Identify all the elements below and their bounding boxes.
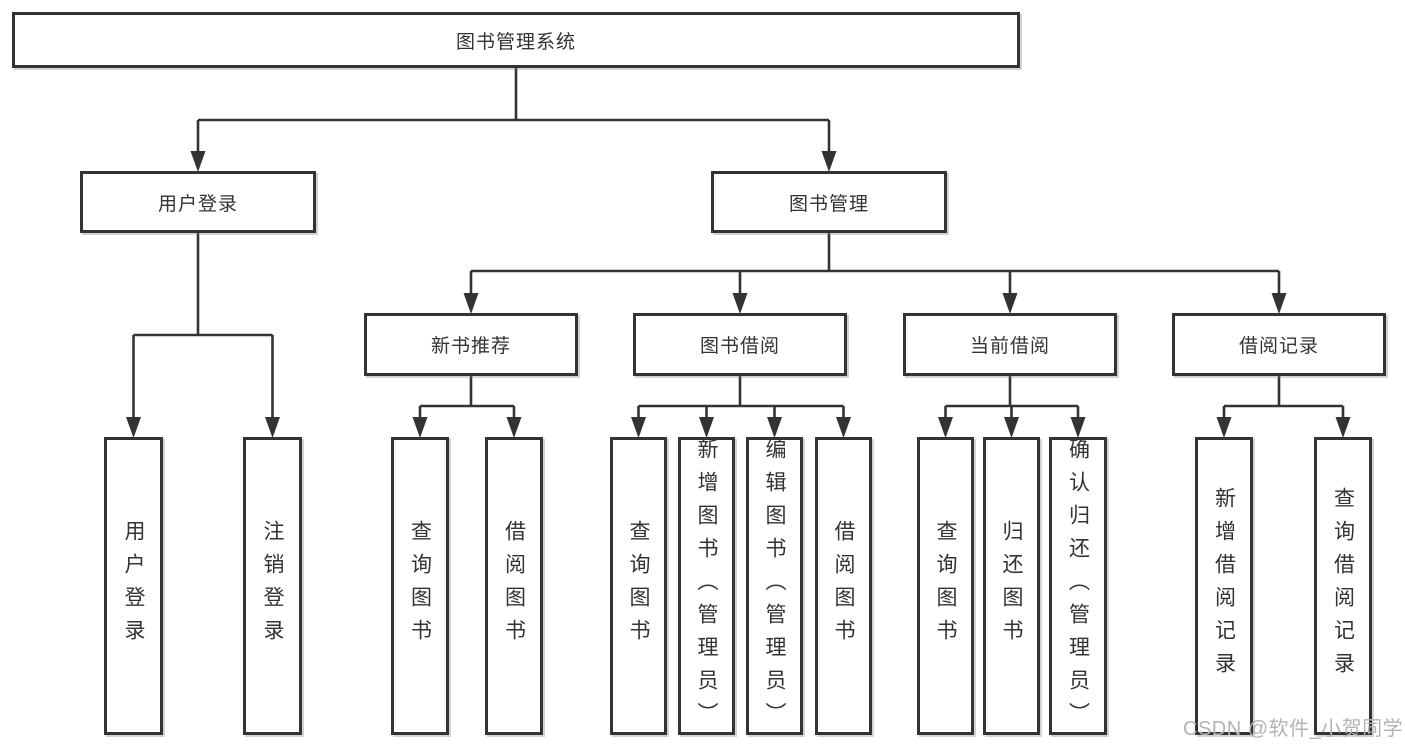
diagram-node-leaf-query-borrow-record: 查询借阅记录 bbox=[1314, 437, 1372, 735]
diagram-node-label-borrowing-records: 借阅记录 bbox=[1238, 336, 1319, 357]
arrowhead-icon bbox=[1271, 293, 1287, 314]
diagram-node-label-leaf-query-book-current: 查询图书 bbox=[934, 520, 957, 652]
arrowhead-icon bbox=[126, 417, 141, 438]
diagram-node-new-book-recommend: 新书推荐 bbox=[364, 313, 578, 376]
arrowhead-icon bbox=[1004, 417, 1019, 438]
diagram-node-book-management: 图书管理 bbox=[711, 171, 947, 233]
diagram-node-leaf-user-login: 用户登录 bbox=[104, 437, 163, 735]
diagram-node-label-leaf-query-book-borrowing: 查询图书 bbox=[627, 520, 650, 652]
diagram-node-leaf-add-borrow-record: 新增借阅记录 bbox=[1195, 437, 1253, 735]
diagram-node-leaf-query-book-recommend: 查询图书 bbox=[391, 437, 449, 735]
arrowhead-icon bbox=[836, 417, 851, 438]
arrowhead-icon bbox=[821, 151, 837, 172]
arrowhead-icon bbox=[1216, 417, 1232, 438]
diagram-node-leaf-query-book-borrowing: 查询图书 bbox=[610, 437, 667, 735]
diagram-node-leaf-borrow-book-borrowing: 借阅图书 bbox=[815, 437, 872, 735]
arrowhead-icon bbox=[938, 417, 953, 438]
diagram-node-leaf-add-book-admin: 新增图书（管理员） bbox=[678, 437, 735, 735]
diagram-node-label-user-login: 用户登录 bbox=[157, 193, 238, 215]
arrowhead-icon bbox=[767, 417, 782, 438]
diagram-node-leaf-logout: 注销登录 bbox=[243, 437, 302, 735]
diagram-node-label-leaf-logout: 注销登录 bbox=[261, 520, 284, 652]
watermark: CSDN @软件_小贺同学 bbox=[1183, 718, 1404, 740]
diagram-node-borrowing-records: 借阅记录 bbox=[1172, 313, 1386, 376]
diagram-node-label-leaf-query-book-recommend: 查询图书 bbox=[408, 520, 432, 652]
diagram-node-root: 图书管理系统 bbox=[12, 12, 1020, 68]
diagram-node-user-login: 用户登录 bbox=[80, 171, 316, 233]
arrowhead-icon bbox=[412, 417, 428, 438]
diagram-node-label-leaf-confirm-return-admin: 确认归还（管理员） bbox=[1066, 437, 1090, 735]
arrowhead-icon bbox=[1335, 417, 1351, 438]
arrowhead-icon bbox=[506, 417, 522, 438]
diagram-node-leaf-edit-book-admin: 编辑图书（管理员） bbox=[746, 437, 803, 735]
diagram-node-label-leaf-user-login: 用户登录 bbox=[122, 520, 145, 652]
diagram-node-label-book-management: 图书管理 bbox=[788, 193, 869, 215]
diagram-node-label-root: 图书管理系统 bbox=[455, 31, 576, 53]
diagram-node-leaf-query-book-current: 查询图书 bbox=[917, 437, 974, 735]
arrowhead-icon bbox=[732, 293, 748, 314]
arrowhead-icon bbox=[190, 151, 206, 172]
diagram-node-book-borrowing: 图书借阅 bbox=[633, 313, 847, 376]
diagram-node-label-current-borrowing: 当前借阅 bbox=[969, 336, 1050, 357]
diagram-node-leaf-borrow-book-recommend: 借阅图书 bbox=[485, 437, 543, 735]
arrowhead-icon bbox=[463, 293, 479, 314]
diagram-node-leaf-confirm-return-admin: 确认归还（管理员） bbox=[1049, 437, 1107, 735]
diagram-node-label-leaf-add-borrow-record: 新增借阅记录 bbox=[1212, 487, 1236, 685]
arrowhead-icon bbox=[699, 417, 714, 438]
diagram-node-current-borrowing: 当前借阅 bbox=[903, 313, 1117, 376]
diagram-node-label-leaf-edit-book-admin: 编辑图书（管理员） bbox=[763, 437, 786, 735]
arrowhead-icon bbox=[631, 417, 646, 438]
diagram-node-label-leaf-return-book: 归还图书 bbox=[1000, 520, 1023, 652]
diagram-node-label-leaf-borrow-book-borrowing: 借阅图书 bbox=[832, 520, 855, 652]
diagram-node-label-new-book-recommend: 新书推荐 bbox=[430, 336, 511, 357]
diagram-node-leaf-return-book: 归还图书 bbox=[983, 437, 1040, 735]
diagram-node-label-leaf-query-borrow-record: 查询借阅记录 bbox=[1331, 487, 1355, 685]
arrowhead-icon bbox=[1070, 417, 1086, 438]
diagram-node-label-book-borrowing: 图书借阅 bbox=[699, 336, 780, 357]
arrowhead-icon bbox=[265, 417, 280, 438]
arrowhead-icon bbox=[1002, 293, 1018, 314]
diagram-node-label-leaf-add-book-admin: 新增图书（管理员） bbox=[695, 437, 718, 735]
diagram-node-label-leaf-borrow-book-recommend: 借阅图书 bbox=[502, 520, 526, 652]
